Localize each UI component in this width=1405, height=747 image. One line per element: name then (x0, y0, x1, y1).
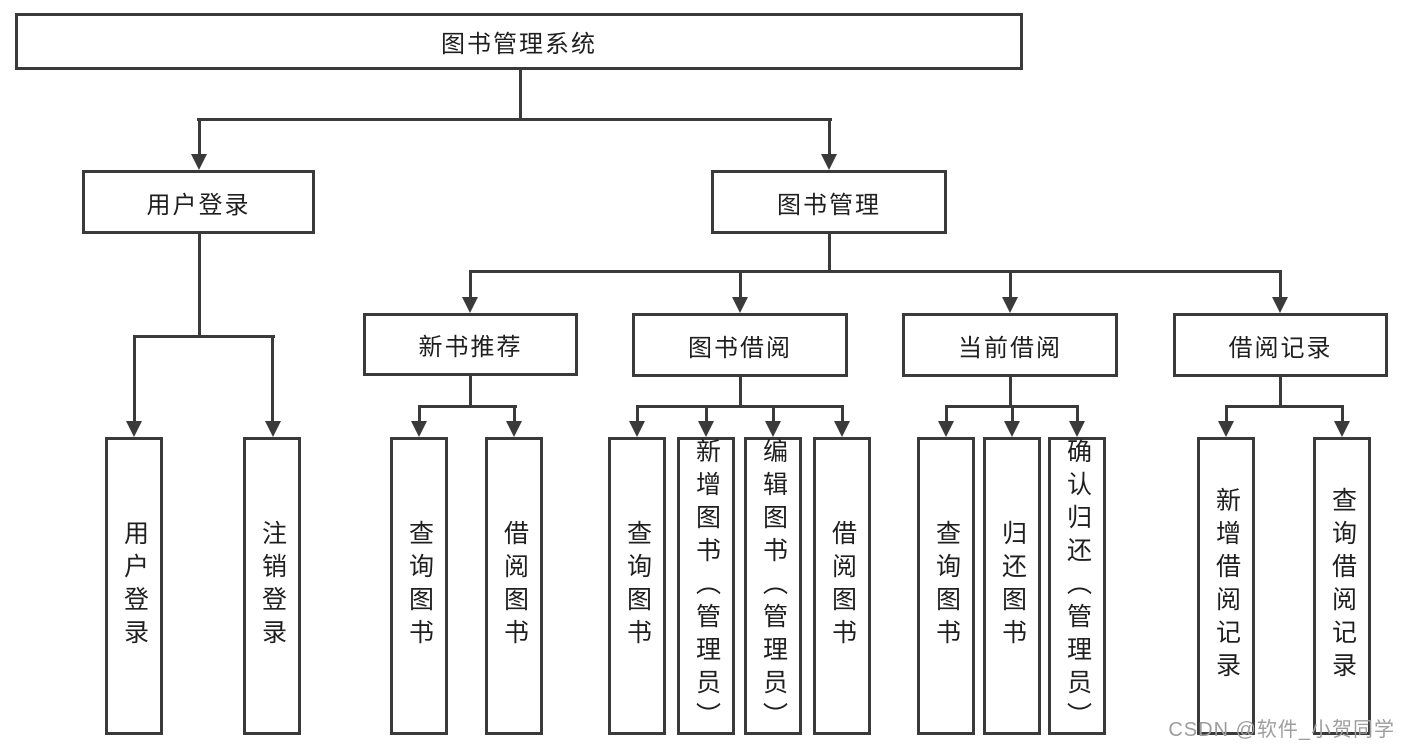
arrow-down-to-user-login (197, 118, 201, 155)
connector-borrowing-records-branch (1224, 405, 1344, 408)
node-label: 图书管理 (777, 191, 881, 219)
leaf-label: 借阅图书 (500, 520, 529, 652)
connector-borrowing-records-stem (1278, 376, 1282, 408)
leaf-user-login: 用户登录 (105, 437, 163, 735)
arrow-down-leaf (840, 405, 844, 422)
leaf-label: 查询图书 (405, 520, 434, 652)
leaf-query-borrow-record: 查询借阅记录 (1313, 437, 1371, 735)
node-borrowing-records: 借阅记录 (1173, 313, 1388, 377)
arrow-down-leaf (1075, 405, 1079, 422)
leaf-add-book-admin: 新增图书（管理员） (677, 437, 735, 735)
leaf-confirm-return-admin: 确认归还（管理员） (1048, 437, 1106, 735)
arrow-down-leaf (635, 405, 639, 422)
node-library-management-system: 图书管理系统 (15, 13, 1023, 70)
arrow-down-leaf (1010, 405, 1014, 422)
node-new-book-recommend: 新书推荐 (363, 313, 578, 376)
leaf-label: 注销登录 (258, 520, 287, 652)
connector-level3-branch (468, 270, 1282, 273)
connector-user-login-branch (132, 335, 275, 338)
arrow-down-to-new-book-recommend (468, 270, 472, 298)
arrow-down-leaf (417, 405, 421, 422)
connector-book-management-stem (827, 234, 831, 273)
leaf-label: 查询图书 (623, 520, 652, 652)
node-book-management: 图书管理 (711, 170, 947, 234)
arrow-down-leaf (512, 405, 516, 422)
leaf-label: 确认归还（管理员） (1063, 437, 1092, 735)
node-user-login: 用户登录 (82, 170, 315, 234)
leaf-label: 借阅图书 (828, 520, 857, 652)
leaf-label: 查询借阅记录 (1328, 487, 1357, 685)
arrow-down-to-borrowing-records (1278, 270, 1282, 298)
node-book-borrowing: 图书借阅 (632, 313, 848, 377)
connector-book-borrowing-stem (738, 376, 742, 408)
leaf-add-borrow-record: 新增借阅记录 (1197, 437, 1255, 735)
leaf-label: 归还图书 (998, 520, 1027, 652)
arrow-down-to-book-borrowing (738, 270, 742, 298)
arrow-down-leaf (704, 405, 708, 422)
arrow-down-to-current-borrowing (1008, 270, 1012, 298)
connector-level2-branch (197, 118, 832, 121)
connector-user-login-stem (197, 233, 201, 337)
arrow-down-leaf (1224, 405, 1228, 422)
arrow-down-to-book-management (827, 118, 831, 155)
leaf-borrow-books-recommend: 借阅图书 (485, 437, 543, 735)
connector-current-borrowing-stem (1008, 376, 1012, 408)
node-label: 用户登录 (146, 191, 251, 219)
connector-book-borrowing-branch (635, 405, 844, 408)
leaf-logout: 注销登录 (243, 437, 301, 735)
arrow-down-leaf (771, 405, 775, 422)
leaf-borrow-books-borrowing: 借阅图书 (813, 437, 871, 735)
connector-new-book-recommend-branch (417, 405, 517, 408)
connector-new-book-recommend-stem (468, 376, 472, 408)
arrow-down-to-leaf-user-login (132, 335, 136, 422)
leaf-return-books: 归还图书 (983, 437, 1041, 735)
node-label: 图书管理系统 (441, 31, 597, 58)
leaf-label: 新增借阅记录 (1212, 487, 1241, 685)
node-label: 当前借阅 (958, 334, 1062, 362)
arrow-down-leaf (944, 405, 948, 422)
connector-root-stem (519, 68, 522, 118)
watermark: CSDN @软件_小贺同学 (1168, 719, 1395, 741)
leaf-label: 新增图书（管理员） (692, 437, 721, 735)
arrow-down-leaf (1340, 405, 1344, 422)
leaf-label: 查询图书 (932, 520, 961, 652)
leaf-query-books-current: 查询图书 (917, 437, 975, 735)
node-current-borrowing: 当前借阅 (902, 313, 1118, 377)
leaf-label: 用户登录 (120, 520, 149, 652)
leaf-label: 编辑图书（管理员） (759, 437, 788, 735)
node-label: 图书借阅 (688, 334, 792, 362)
node-label: 借阅记录 (1228, 334, 1333, 362)
arrow-down-to-leaf-logout (271, 335, 274, 422)
node-label: 新书推荐 (418, 334, 523, 361)
leaf-query-books-borrowing: 查询图书 (608, 437, 666, 735)
leaf-query-books-recommend: 查询图书 (390, 437, 448, 735)
leaf-edit-book-admin: 编辑图书（管理员） (744, 437, 802, 735)
